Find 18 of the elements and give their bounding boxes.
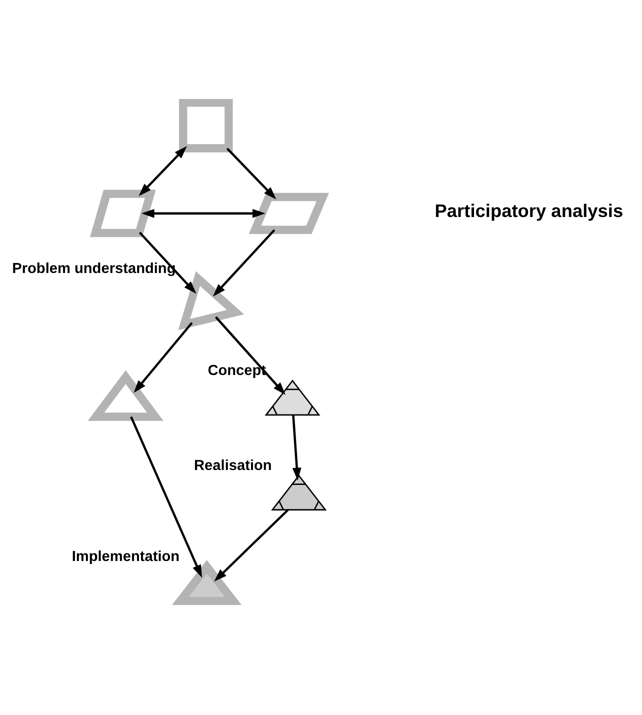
node-label: Implementation — [72, 549, 180, 566]
label: Participatory analysis — [434, 200, 624, 222]
node-parallelogram — [248, 192, 329, 234]
node-square — [178, 99, 233, 152]
node-triangle — [88, 370, 164, 421]
arrow — [212, 229, 276, 297]
arrow — [226, 148, 276, 200]
arrow — [138, 146, 187, 196]
arrow — [138, 232, 196, 294]
arrow — [292, 415, 302, 481]
arrow — [130, 416, 202, 578]
arrow — [134, 322, 193, 393]
node-label: Concept — [208, 363, 266, 380]
node-label: Problem understanding — [12, 260, 176, 277]
node-label: Realisation — [194, 458, 272, 474]
arrow — [214, 316, 286, 395]
arrow — [214, 509, 289, 582]
arrow — [142, 208, 266, 218]
